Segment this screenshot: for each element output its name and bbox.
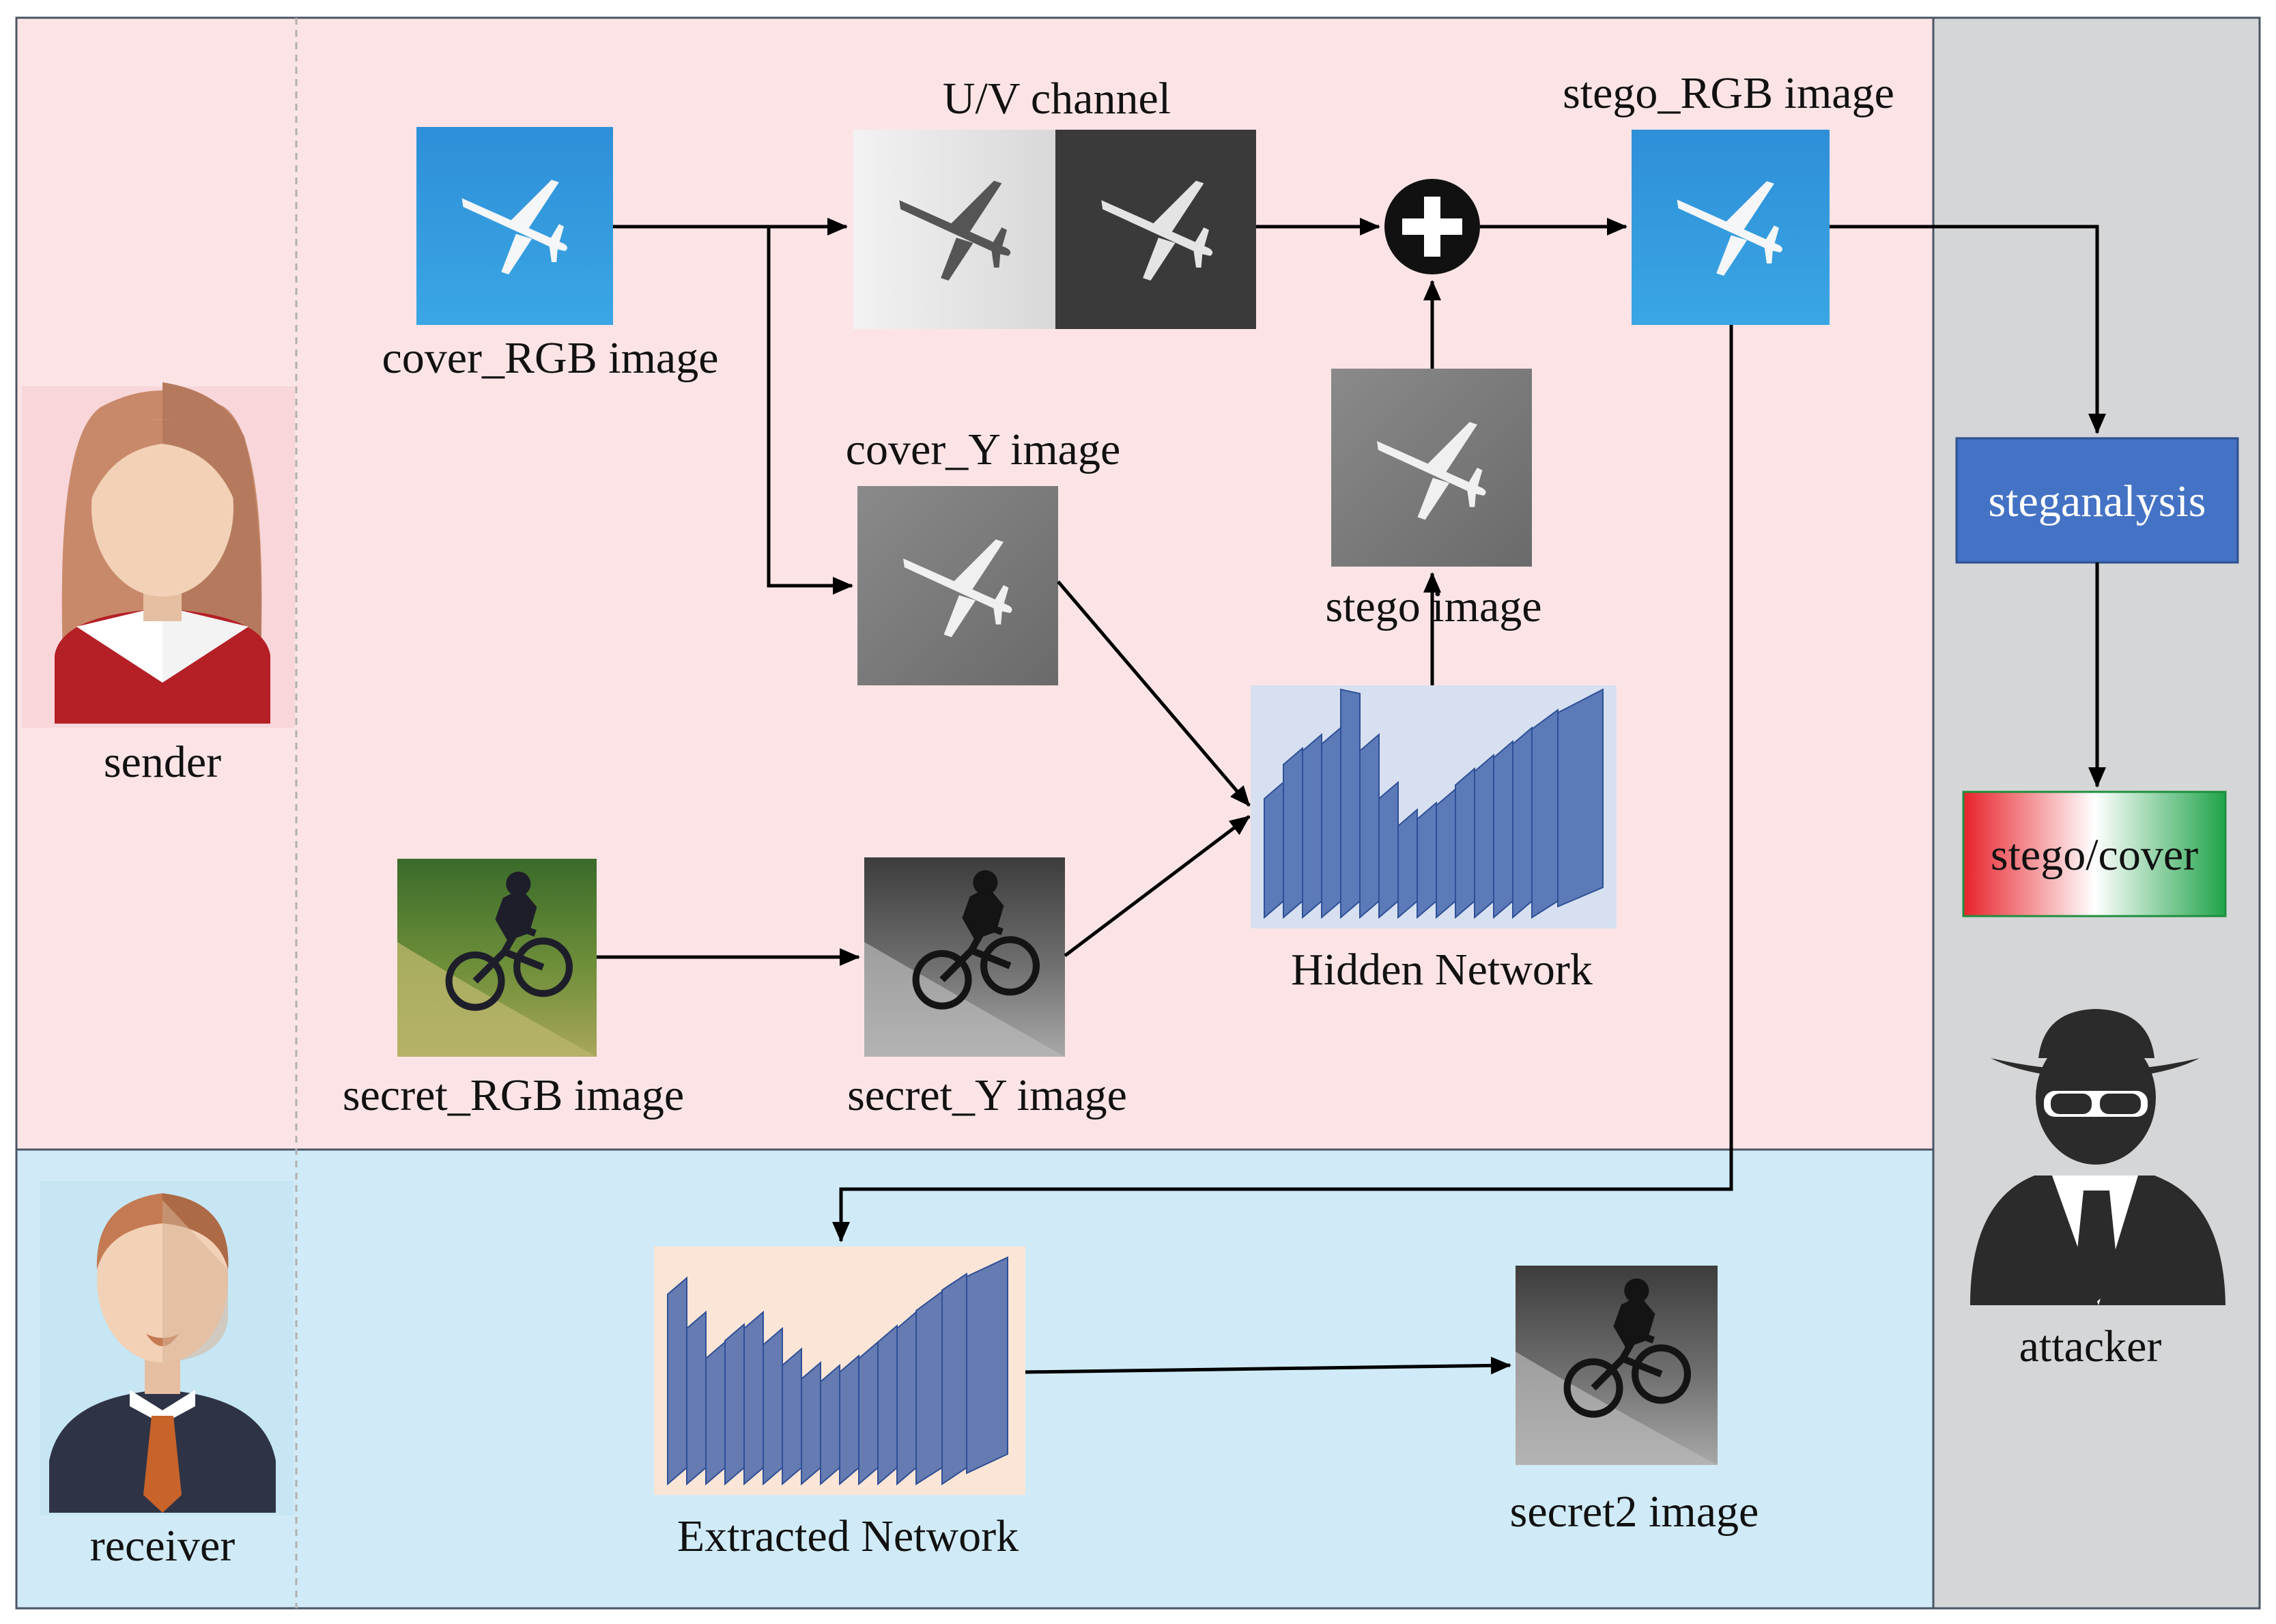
cover-rgb-label: cover_RGB image xyxy=(382,333,718,383)
plus-circle-icon xyxy=(1384,179,1480,274)
spy-icon xyxy=(1970,1009,2225,1305)
edge-extracted-to-secret2 xyxy=(1025,1356,1511,1375)
stego-cover-label: stego/cover xyxy=(1991,830,2198,880)
cover-y-image xyxy=(857,486,1058,685)
edge-cover-y-to-hidden xyxy=(1057,580,1251,807)
cover-y-label: cover_Y image xyxy=(846,425,1121,474)
v-channel-image xyxy=(1055,130,1256,329)
secret-y-label: secret_Y image xyxy=(847,1070,1127,1120)
secret-rgb-label: secret_RGB image xyxy=(343,1070,684,1120)
edge-stego-rgb-to-steganalysis xyxy=(1830,225,2106,434)
steganalysis-box xyxy=(1955,437,2239,564)
steganalysis-label: steganalysis xyxy=(1989,476,2206,526)
sender-label: sender xyxy=(104,737,221,787)
secret-rgb-image xyxy=(397,859,597,1057)
hidden-network-label: Hidden Network xyxy=(1291,945,1593,995)
extracted-network-label: Extracted Network xyxy=(677,1511,1019,1561)
attacker-label: attacker xyxy=(2019,1322,2162,1371)
edge-secret-y-to-hidden xyxy=(1064,815,1251,957)
cover-rgb-image xyxy=(416,127,613,325)
stego-cover-result-box xyxy=(1962,790,2227,917)
woman-avatar-icon xyxy=(22,382,295,728)
stego-rgb-label: stego_RGB image xyxy=(1563,68,1894,118)
uv-channel-label: U/V channel xyxy=(943,74,1171,124)
hidden-network xyxy=(1251,685,1617,928)
secret2-label: secret2 image xyxy=(1510,1487,1759,1537)
receiver-label: receiver xyxy=(90,1521,235,1571)
edges xyxy=(597,218,2106,1375)
stego-rgb-image xyxy=(1632,130,1830,325)
u-channel-image xyxy=(853,130,1055,329)
secret2-image xyxy=(1516,1266,1718,1465)
edge-stego-rgb-to-extracted xyxy=(832,325,1733,1242)
edge-cover-to-cover-y xyxy=(767,227,853,595)
stego-y-image xyxy=(1331,369,1532,567)
secret-y-image xyxy=(864,857,1065,1057)
extracted-network xyxy=(654,1247,1025,1495)
man-avatar-icon xyxy=(40,1181,294,1515)
